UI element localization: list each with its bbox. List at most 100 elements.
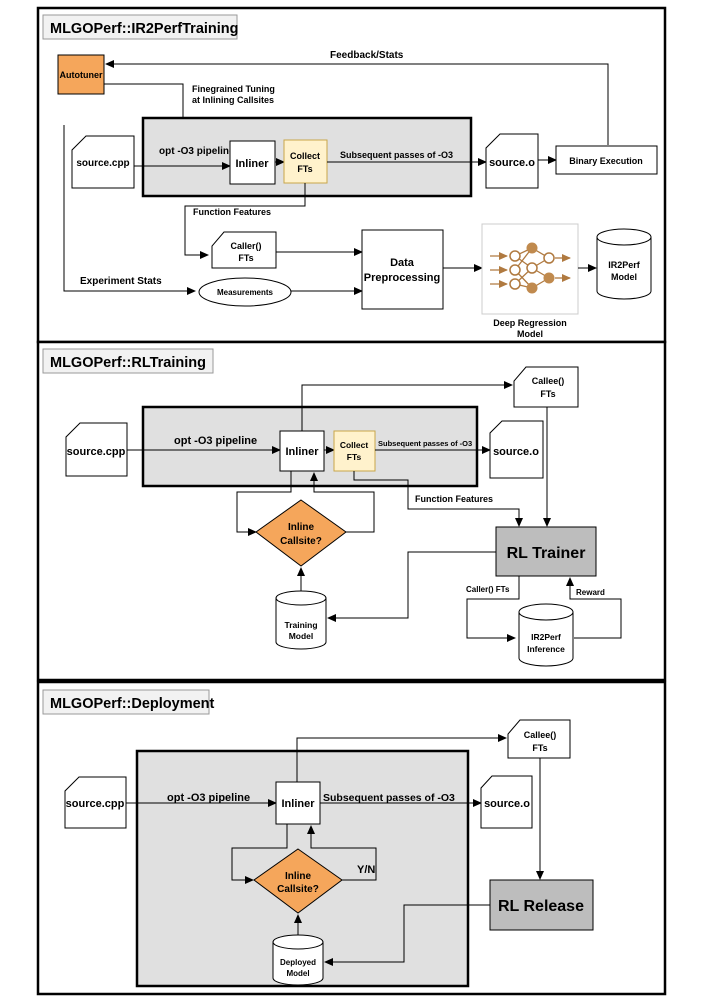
source-cpp-label: source.cpp — [67, 446, 126, 458]
cylinder-top — [518, 603, 574, 621]
subsequent-label: Subsequent passes of -O3 — [323, 792, 455, 804]
rl-release-label: RL Release — [498, 898, 584, 915]
source-cpp-label: source.cpp — [76, 158, 129, 169]
callee-fts-doc — [507, 719, 571, 759]
callee-label-line2: FTs — [532, 743, 547, 753]
caller-label-line1: Caller() — [230, 241, 261, 251]
source-o-doc — [489, 420, 544, 479]
source-o-label: source.o — [493, 446, 539, 458]
caller-label-line2: FTs — [238, 253, 253, 263]
deep-regression-label-line2: Model — [517, 329, 543, 339]
panel-deployment: MLGOPerf::Deployment Callee() FTs source… — [36, 680, 667, 996]
decision-label-line2: Callsite? — [280, 536, 322, 547]
measurements-label: Measurements — [217, 288, 274, 297]
inline-callsite-diamond — [255, 499, 347, 567]
tuning-arrow — [104, 83, 187, 131]
nn-node — [543, 252, 555, 264]
neural-network-icon — [481, 223, 579, 315]
rl-release-box — [489, 879, 594, 931]
nn-node — [509, 278, 521, 290]
function-features-arrow — [353, 471, 523, 527]
inference-label-line1: IR2Perf — [531, 632, 561, 642]
source-o-label: source.o — [489, 157, 535, 169]
panel-title-box — [42, 14, 238, 40]
inliner-label: Inliner — [281, 798, 315, 810]
panel-title: MLGOPerf::Deployment — [50, 696, 215, 712]
reward-arrow — [566, 577, 622, 639]
pipeline-label: opt -O3 pipeline — [159, 146, 235, 157]
panel-title: MLGOPerf::RLTraining — [50, 355, 206, 371]
cylinder-body — [518, 612, 574, 667]
panel-title: MLGOPerf::IR2PerfTraining — [50, 21, 239, 37]
nn-node — [526, 262, 538, 274]
source-o-doc — [485, 133, 539, 189]
binary-execution-box — [555, 145, 658, 175]
decision-label-line2: Callsite? — [277, 884, 319, 895]
ir2perf-label-line1: IR2Perf — [608, 260, 641, 270]
source-o-label: source.o — [484, 798, 530, 810]
inliner-box — [275, 781, 321, 825]
cylinder-body — [596, 237, 652, 300]
training-model-cylinder — [275, 590, 327, 650]
nn-node — [509, 250, 521, 262]
collect-label-line2: FTs — [297, 164, 312, 174]
deployed-label-line1: Deployed — [280, 958, 316, 967]
deployed-label-line2: Model — [286, 969, 309, 978]
inline-callsite-diamond — [253, 848, 343, 914]
inliner-label: Inliner — [285, 446, 319, 458]
decision-to-inliner-arrow — [310, 472, 375, 533]
training-label-line1: Training — [284, 620, 317, 630]
decision-label-line1: Inline — [288, 522, 315, 533]
nn-node — [509, 264, 521, 276]
collect-fts-box — [283, 139, 328, 184]
function-features-label: Function Features — [415, 494, 493, 504]
panel-ir2perf-training: MLGOPerf::IR2PerfTraining Autotuner Feed… — [36, 6, 667, 344]
rl-trainer-label: RL Trainer — [507, 545, 586, 562]
reward-label: Reward — [576, 588, 605, 597]
decision-label-line1: Inline — [285, 871, 312, 882]
collect-label-line1: Collect — [340, 440, 369, 450]
pipeline-label: opt -O3 pipeline — [174, 435, 257, 447]
experiment-stats-arrow — [63, 125, 196, 295]
data-label-line1: Data — [390, 257, 415, 269]
panel-title-box — [42, 689, 210, 715]
data-preprocessing-box — [361, 229, 444, 310]
autotuner-box — [57, 54, 105, 95]
ir2perf-model-cylinder — [596, 228, 652, 300]
inliner-box — [279, 430, 325, 472]
binary-execution-label: Binary Execution — [569, 156, 643, 166]
ir2perf-label-line2: Model — [611, 272, 637, 282]
cylinder-body — [272, 942, 324, 986]
decision-to-inliner-arrow — [307, 825, 377, 881]
function-features-label: Function Features — [193, 207, 271, 217]
caller-fts-doc — [211, 231, 277, 269]
callee-label-line2: FTs — [540, 389, 555, 399]
trainer-to-training-arrow — [327, 551, 496, 622]
source-cpp-doc — [71, 135, 135, 189]
callee-label-line1: Callee() — [532, 376, 565, 386]
source-cpp-doc — [65, 422, 128, 477]
collect-label-line2: FTs — [347, 452, 362, 462]
source-cpp-doc — [64, 776, 127, 829]
callee-fts-doc — [513, 366, 579, 408]
rl-trainer-box — [495, 526, 597, 577]
tuning-label-line1: Finegrained Tuning — [192, 84, 275, 94]
callee-label-line1: Callee() — [524, 730, 557, 740]
caller-fts-arrow — [466, 576, 520, 642]
inliner-label: Inliner — [235, 158, 269, 170]
tuning-label-line2: at Inlining Callsites — [192, 95, 274, 105]
feedback-arrow — [105, 60, 609, 145]
nn-node — [526, 282, 538, 294]
inliner-to-decision-arrow — [231, 824, 288, 884]
deep-regression-label-line1: Deep Regression — [493, 318, 567, 328]
inference-label-line2: Inference — [527, 644, 565, 654]
yn-label: Y/N — [357, 864, 375, 876]
nn-node — [543, 272, 555, 284]
panel-rl-training: MLGOPerf::RLTraining Callee() FTs source… — [36, 340, 667, 682]
collect-fts-box — [333, 430, 376, 472]
subsequent-label: Subsequent passes of -O3 — [378, 439, 472, 448]
release-to-deployed-arrow — [324, 904, 490, 966]
feedback-label: Feedback/Stats — [330, 50, 404, 61]
caller-fts-label: Caller() FTs — [466, 585, 510, 594]
